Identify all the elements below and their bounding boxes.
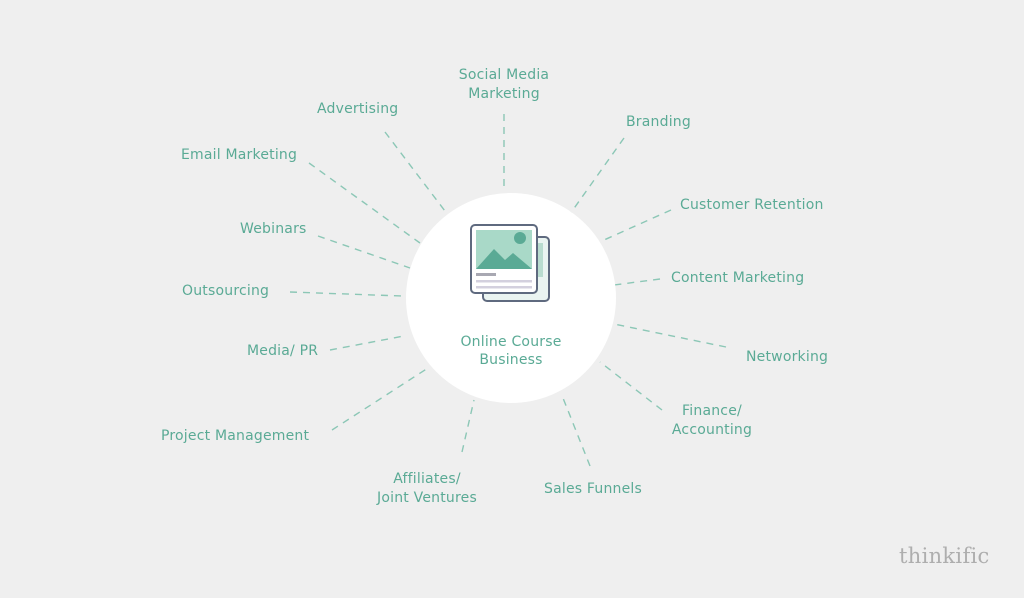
ray-customer-retention (603, 209, 672, 241)
topic-sales-funnels: Sales Funnels (544, 481, 643, 497)
topic-affiliates-joint-ventures: Affiliates/ Joint Ventures (363, 470, 491, 508)
ray-content-marketing (613, 278, 661, 286)
ray-project-management (331, 367, 429, 431)
ray-media-pr (329, 335, 405, 351)
topic-affiliates-line-1: Affiliates/ (393, 471, 461, 487)
ray-branding (569, 137, 625, 215)
topic-content-marketing: Content Marketing (671, 270, 805, 286)
ray-webinars (317, 235, 411, 269)
topic-email-marketing: Email Marketing (181, 147, 298, 163)
ray-sales-funnels (562, 397, 591, 467)
ray-email-marketing (308, 162, 421, 244)
topic-project-management: Project Management (161, 428, 310, 444)
hub-label-line-1: Online Course (460, 334, 562, 350)
topic-outsourcing: Outsourcing (182, 283, 270, 299)
topic-finance-accounting: Finance/ Accounting (662, 402, 762, 440)
ray-outsourcing (289, 291, 403, 297)
ray-advertising (384, 131, 449, 216)
ray-affiliates (461, 399, 475, 453)
hub-label: Online Course Business (406, 333, 616, 369)
topic-social-media-marketing: Social Media Marketing (448, 66, 560, 104)
topic-affiliates-line-2: Joint Ventures (377, 490, 477, 506)
topic-social-media-line-2: Marketing (468, 86, 540, 102)
topic-finance-line-2: Accounting (671, 422, 753, 438)
topic-webinars: Webinars (240, 221, 307, 237)
topic-networking: Networking (746, 349, 829, 365)
topic-advertising: Advertising (317, 101, 399, 117)
document-image-icon (470, 224, 550, 302)
topic-social-media-line-1: Social Media (458, 67, 550, 83)
ray-finance (599, 361, 663, 411)
hub-label-line-2: Business (479, 352, 543, 368)
hub-circle: Online Course Business (406, 193, 616, 403)
thinkific-logo: thinkific (899, 544, 990, 568)
topic-finance-line-1: Finance/ (682, 403, 742, 419)
ray-networking (613, 323, 727, 348)
topic-branding: Branding (626, 114, 691, 130)
topic-media-pr: Media/ PR (247, 343, 319, 359)
topic-customer-retention: Customer Retention (680, 197, 824, 213)
